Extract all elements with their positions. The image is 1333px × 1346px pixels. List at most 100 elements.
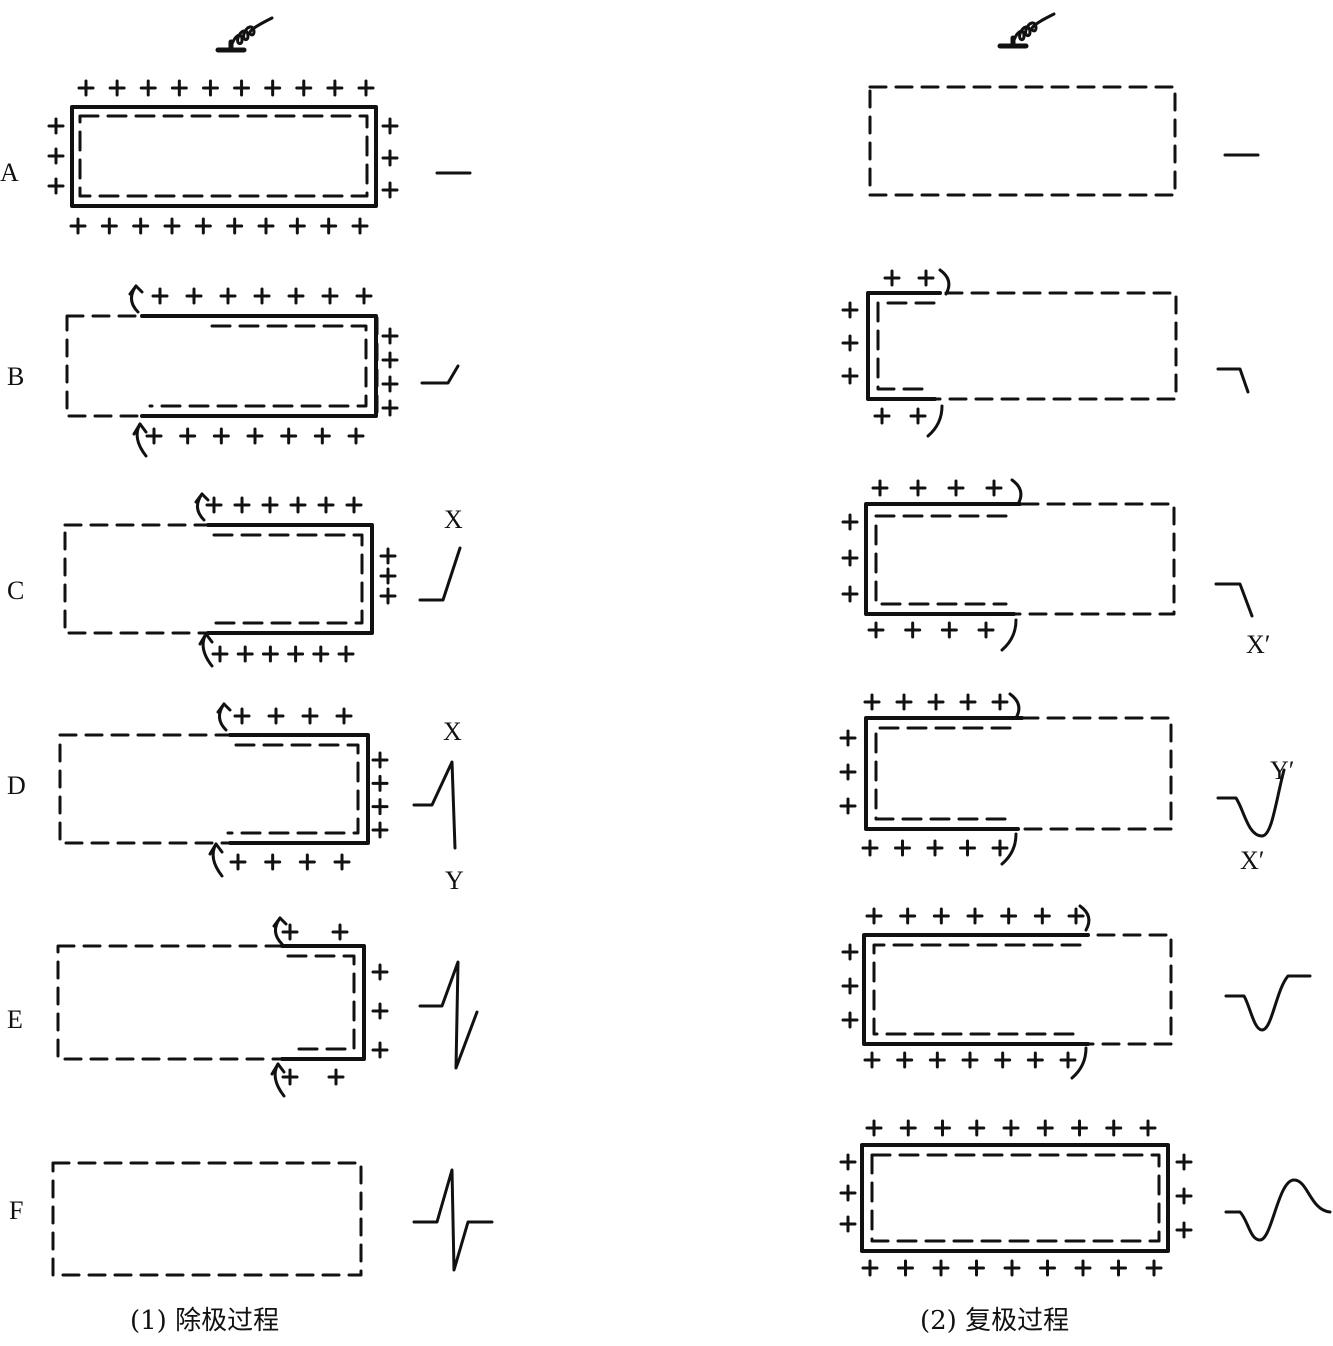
positive-charge-icon [1071,1119,1088,1137]
waveform-b [420,364,460,385]
wave-mark-d2-xprime: X′ [1240,846,1265,875]
positive-charge-icon [968,1119,986,1137]
polarized-segment-inner-c [212,533,364,625]
positive-charge-icon [909,479,927,497]
arrow-head [194,492,210,504]
positive-charge-icon [1033,907,1051,925]
positive-charge-icon [947,479,965,497]
arrow-head [132,422,148,436]
positive-charge-icon [863,1051,881,1069]
positive-charge-icon [320,217,338,235]
repolarized-segment-inner-d2 [874,726,1012,821]
wave-mark-d2-yprime: Y′ [1270,756,1295,785]
positive-charge-icon [246,427,264,445]
waveform-c2 [1214,582,1254,618]
positive-charge-icon [337,645,355,663]
positive-charge-icon [899,1119,917,1137]
positive-charge-icon [313,427,331,445]
arrow-head [272,916,288,928]
positive-charge-icon [865,907,883,925]
positive-charge-icon [934,1119,951,1137]
dashed-membrane-a2 [868,85,1177,197]
positive-charge-icon [926,839,944,857]
waveform-d [412,760,457,850]
positive-charge-icon [288,217,306,235]
positive-charge-icon [841,1011,859,1029]
positive-charge-icon [381,149,399,167]
positive-charge-icon [1000,907,1018,925]
positive-charge-icon [899,907,917,925]
wave-mark-c-x: X [444,505,463,534]
positive-charge-icon [280,427,298,445]
positive-charge-icon [1074,1259,1092,1277]
positive-charge-icon [371,798,389,816]
positive-charge-icon [77,79,95,97]
repolarization-wavefront-arrow-icon [926,404,944,438]
positive-charge-icon [236,645,254,663]
positive-charge-icon [261,496,279,514]
positive-charge-icon [301,707,319,725]
electrode-lead-icon [1012,12,1056,42]
positive-charge-icon [1036,1119,1054,1137]
positive-charge-icon [1139,1119,1157,1137]
waveform-b2 [1216,367,1250,394]
positive-charge-icon [289,496,307,514]
positive-charge-icon [917,269,935,287]
positive-charge-icon [47,117,65,135]
positive-charge-icon [1039,1259,1056,1277]
positive-charge-icon [298,853,316,871]
positive-charge-icon [321,287,339,305]
wave-mark-c2-xprime: X′ [1246,630,1271,659]
positive-charge-icon [865,1119,883,1137]
waveform-c [418,546,462,602]
positive-charge-icon [927,693,945,711]
positive-charge-icon [861,839,879,857]
positive-charge-icon [841,367,859,385]
positive-charge-icon [959,839,976,857]
repolarization-wavefront-arrow-icon [1078,904,1091,932]
positive-charge-icon [233,496,251,514]
repolarization-wavefront-arrow-icon [938,268,951,296]
repolarized-segment-inner-e2 [872,943,1082,1036]
positive-charge-icon [345,496,363,514]
repolarization-wavefront-arrow-icon [1000,618,1018,652]
dashed-membrane-c [63,523,374,635]
positive-charge-icon [233,707,251,725]
positive-charge-icon [132,217,150,235]
positive-charge-icon [185,287,203,305]
row-label-f: F [9,1196,24,1225]
positive-charge-icon [841,334,859,352]
positive-charge-icon [287,645,305,663]
positive-charge-icon [267,707,285,725]
positive-charge-icon [357,79,375,97]
positive-charge-icon [871,479,889,497]
polarized-segment-c [206,523,374,635]
positive-charge-icon [379,547,397,565]
repolarization-wavefront-arrow-icon [1070,1046,1088,1080]
positive-charge-icon [381,327,399,345]
positive-charge-icon [281,1068,299,1086]
positive-charge-icon [1175,1187,1193,1205]
dashed-membrane-e [56,944,366,1061]
repolarization-wavefront-arrow-icon [1010,478,1023,506]
positive-charge-icon [145,427,163,445]
positive-charge-icon [940,621,958,639]
positive-charge-icon [1145,1259,1163,1277]
dashed-membrane-d2 [864,716,1173,831]
row-label-c: C [7,576,25,605]
polarized-segment-e [280,944,366,1061]
arrow-head [270,1062,286,1076]
polarized-segment-inner-b [148,324,368,408]
cell-membrane-inner-f2 [870,1153,1161,1243]
positive-charge-icon [179,427,197,445]
polarized-segment-inner-e [286,954,356,1051]
row-label-e: E [7,1005,23,1034]
positive-charge-icon [1003,1259,1021,1277]
positive-charge-icon [264,79,282,97]
positive-charge-icon [991,839,1009,857]
positive-charge-icon [371,1002,389,1020]
cell-membrane-solid [70,105,378,208]
positive-charge-icon [841,301,859,319]
positive-charge-icon [932,1259,950,1277]
